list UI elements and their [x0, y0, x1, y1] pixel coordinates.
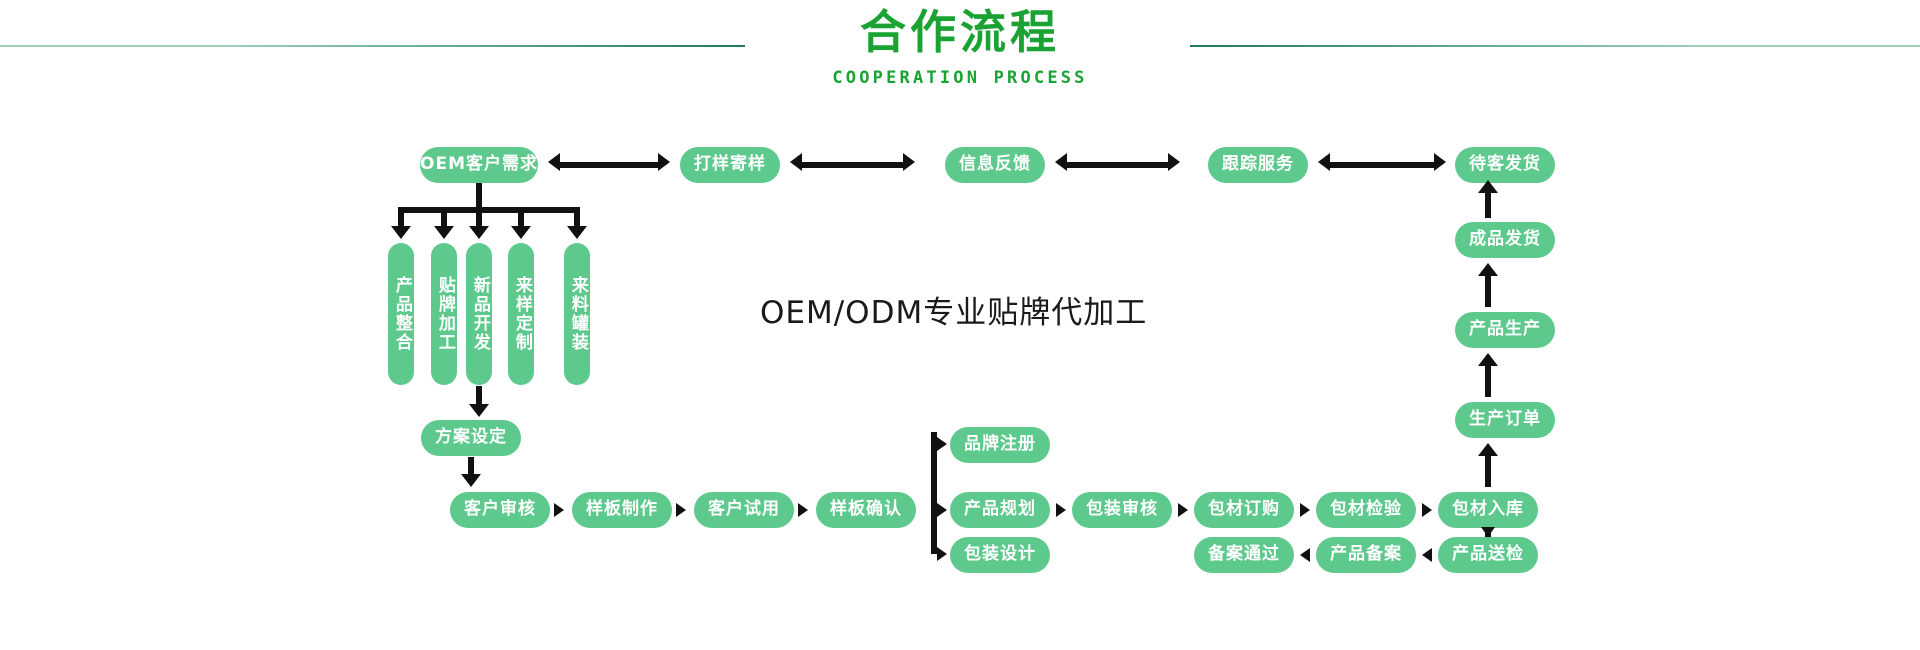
connector-prod-1	[1485, 455, 1491, 487]
arrow-up-prod-3	[1478, 263, 1498, 276]
connector-prod-3	[1485, 275, 1491, 307]
connector-top-4	[1328, 162, 1436, 168]
arrow-left-top-2	[790, 153, 802, 171]
connector-top-1	[558, 162, 660, 168]
arrow-right-top-2	[903, 153, 915, 171]
node-finished-goods-shipping[interactable]: 成品发货	[1455, 222, 1555, 258]
arrow-up-prod-4	[1478, 180, 1498, 193]
arrow-right-pack-1	[1056, 503, 1066, 517]
connector-branch-bus	[398, 207, 580, 213]
page-subtitle: COOPERATION PROCESS	[832, 68, 1088, 88]
arrow-left-top-1	[548, 153, 560, 171]
node-plan-setting[interactable]: 方案设定	[421, 420, 521, 456]
arrow-down-branch-1	[391, 226, 411, 239]
arrow-down-branch-4	[511, 226, 531, 239]
connector-plan-to-review	[468, 457, 474, 477]
arrow-up-prod-1	[1478, 443, 1498, 456]
connector-prod-4	[1485, 192, 1491, 218]
node-product-integration[interactable]: 产品整合	[388, 243, 414, 385]
arrow-up-prod-2	[1478, 353, 1498, 366]
arrow-right-bottom-3	[798, 503, 808, 517]
arrow-left-top-4	[1318, 153, 1330, 171]
node-product-planning[interactable]: 产品规划	[950, 492, 1050, 528]
connector-confirm-bus	[931, 432, 937, 554]
arrow-right-top-1	[658, 153, 670, 171]
node-material-ordering[interactable]: 包材订购	[1194, 492, 1294, 528]
arrow-right-confirm-3	[937, 547, 947, 561]
node-sample-customization[interactable]: 来样定制	[508, 243, 534, 385]
connector-oem-stem	[476, 183, 482, 213]
arrow-right-confirm-2	[937, 503, 947, 517]
node-production-order[interactable]: 生产订单	[1455, 402, 1555, 438]
node-material-filling[interactable]: 来料罐装	[564, 243, 590, 385]
arrow-right-bottom-1	[554, 503, 564, 517]
node-material-inspection[interactable]: 包材检验	[1316, 492, 1416, 528]
connector-branch-drop-4	[518, 207, 524, 229]
arrow-right-pack-3	[1300, 503, 1310, 517]
node-material-warehousing[interactable]: 包材入库	[1438, 492, 1538, 528]
node-packaging-design[interactable]: 包装设计	[950, 537, 1050, 573]
connector-branch-drop-3	[476, 207, 482, 229]
node-filing-approved[interactable]: 备案通过	[1194, 537, 1294, 573]
node-new-product-development[interactable]: 新品开发	[466, 243, 492, 385]
page-title: 合作流程	[860, 5, 1060, 59]
node-customer-trial[interactable]: 客户试用	[694, 492, 794, 528]
arrow-left-filing-1	[1422, 548, 1432, 562]
arrow-right-top-4	[1434, 153, 1446, 171]
arrow-down-branch-5	[567, 226, 587, 239]
node-await-shipping[interactable]: 待客发货	[1455, 147, 1555, 183]
arrow-right-bottom-2	[676, 503, 686, 517]
node-sampling[interactable]: 打样寄样	[680, 147, 780, 183]
header-rule-right	[1190, 45, 1920, 47]
connector-branch-drop-2	[441, 207, 447, 229]
arrow-down-branch-2	[434, 226, 454, 239]
arrow-left-filing-2	[1300, 548, 1310, 562]
arrow-right-top-3	[1168, 153, 1180, 171]
header-rule-left	[0, 45, 745, 47]
arrow-left-top-3	[1055, 153, 1067, 171]
node-sample-confirmation[interactable]: 样板确认	[816, 492, 916, 528]
node-product-inspection[interactable]: 产品送检	[1438, 537, 1538, 573]
connector-branch-drop-1	[398, 207, 404, 229]
arrow-down-to-plan	[469, 404, 489, 417]
node-information-feedback[interactable]: 信息反馈	[945, 147, 1045, 183]
node-packaging-audit[interactable]: 包装审核	[1072, 492, 1172, 528]
center-caption: OEM/ODM专业贴牌代加工	[760, 295, 1148, 331]
arrow-down-plan-to-review	[461, 474, 481, 487]
arrow-right-pack-2	[1178, 503, 1188, 517]
connector-to-plan	[476, 386, 482, 408]
connector-prod-2	[1485, 365, 1491, 397]
connector-branch-drop-5	[574, 207, 580, 229]
node-oem-customer-demand[interactable]: OEM客户需求	[420, 147, 538, 183]
node-sample-making[interactable]: 样板制作	[572, 492, 672, 528]
node-product-filing[interactable]: 产品备案	[1316, 537, 1416, 573]
arrow-right-confirm-1	[937, 437, 947, 451]
connector-top-3	[1065, 162, 1170, 168]
arrow-down-branch-3	[469, 226, 489, 239]
arrow-right-pack-4	[1422, 503, 1432, 517]
node-oem-processing[interactable]: 贴牌加工	[431, 243, 457, 385]
connector-top-2	[800, 162, 905, 168]
node-customer-review[interactable]: 客户审核	[450, 492, 550, 528]
node-product-manufacturing[interactable]: 产品生产	[1455, 312, 1555, 348]
node-tracking-service[interactable]: 跟踪服务	[1208, 147, 1308, 183]
node-brand-registration[interactable]: 品牌注册	[950, 427, 1050, 463]
arrow-down-material-to-inspection	[1481, 527, 1495, 537]
